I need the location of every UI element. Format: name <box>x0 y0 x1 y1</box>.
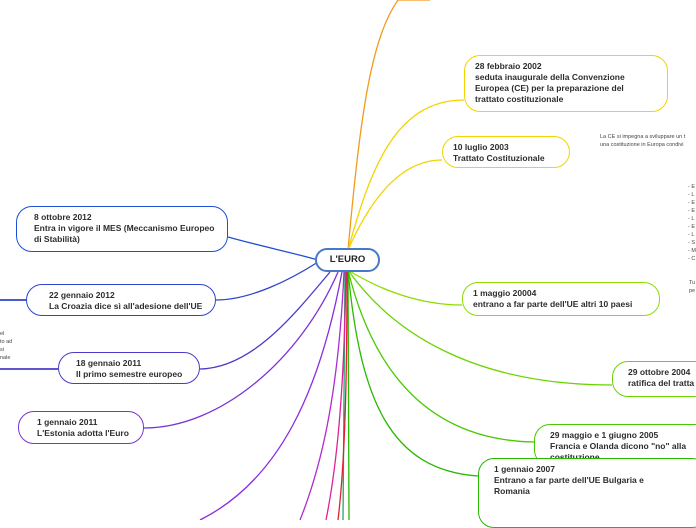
link-trattato <box>347 159 443 251</box>
node-ratifica-trattato[interactable]: 29 ottobre 2004 ratifica del tratta <box>612 361 696 397</box>
link-convenzione <box>347 99 465 251</box>
note-left-fragment: el to ad si nale <box>0 331 13 361</box>
node-trattato-costituzionale[interactable]: 10 luglio 2003 Trattato Costituzionale <box>442 136 570 168</box>
node-mes[interactable]: 8 ottobre 2012 Entra in vigore il MES (M… <box>16 206 228 252</box>
node-bulgaria-romania[interactable]: 1 gennaio 2007 Entrano a far parte dell'… <box>478 458 696 528</box>
note-country-list: - E - L - E - E - L - E - L - S - M - C <box>688 184 696 262</box>
link-croazia <box>215 261 319 301</box>
node-convenzione-europea[interactable]: 28 febbraio 2002 seduta inaugurale della… <box>464 55 668 112</box>
link-red <box>337 271 348 520</box>
link-estonia <box>143 271 339 429</box>
node-croazia-adesione[interactable]: 22 gennaio 2012 La Croazia dice sì all'a… <box>26 284 216 316</box>
link-bulgaria <box>347 269 479 477</box>
link-allargamento <box>347 269 463 306</box>
central-topic[interactable]: L'EURO <box>315 248 380 272</box>
link-purple-1 <box>199 271 343 520</box>
link-ratifica <box>347 269 613 386</box>
node-allargamento-10-paesi[interactable]: 1 maggio 20004 entrano a far parte dell'… <box>462 282 660 316</box>
node-primo-semestre-europeo[interactable]: 18 gennaio 2011 Il primo semestre europe… <box>58 352 200 384</box>
link-no-costituzione <box>347 269 535 443</box>
link-magenta <box>325 271 347 520</box>
note-tu: Tu pe <box>689 280 696 294</box>
link-mes <box>227 236 319 261</box>
link-semestre <box>199 271 331 370</box>
link-vertical-green <box>347 269 350 520</box>
link-purple-2 <box>299 271 345 520</box>
link-top-orange <box>347 0 430 251</box>
node-estonia-euro[interactable]: 1 gennaio 2011 L'Estonia adotta l'Euro <box>18 411 144 444</box>
note-ce-costituzione: La CE si impegna a sviluppare un t una c… <box>600 134 686 148</box>
